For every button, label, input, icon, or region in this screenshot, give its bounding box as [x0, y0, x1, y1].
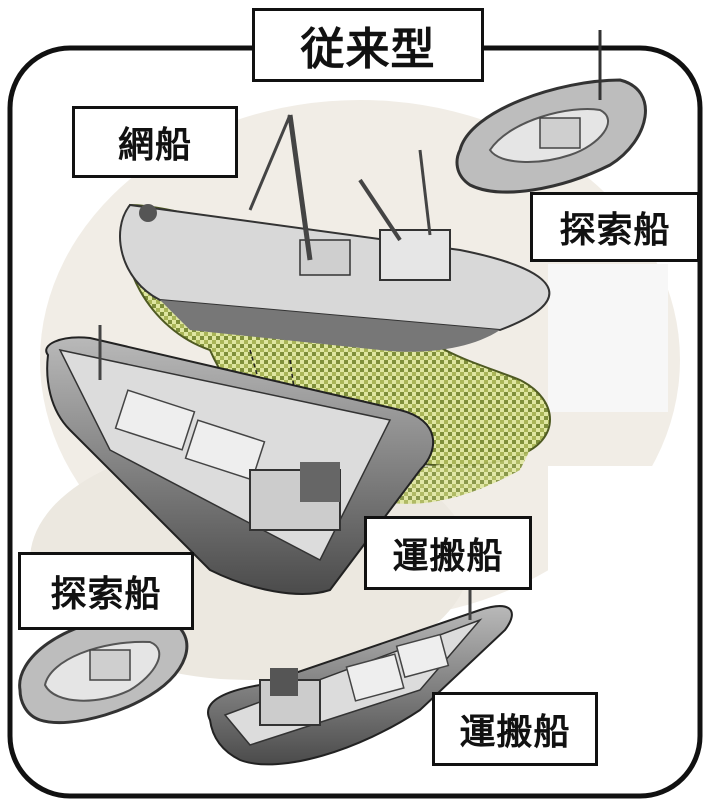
search-ship-bottom-left	[18, 613, 189, 725]
carrier-ship-bottom	[207, 590, 513, 766]
label-search-ship-bottom: 探索船	[18, 552, 194, 630]
label-search-ship-top: 探索船	[530, 192, 700, 262]
search-ship-top-right	[455, 30, 647, 194]
label-carrier-ship-bottom: 運搬船	[432, 692, 598, 766]
carrier-ship-large	[45, 325, 435, 595]
label-net-ship: 網船	[72, 106, 238, 178]
label-carrier-ship-mid: 運搬船	[364, 516, 532, 590]
diagram-title: 従来型	[252, 8, 484, 82]
net-ship-illustration	[119, 114, 551, 352]
